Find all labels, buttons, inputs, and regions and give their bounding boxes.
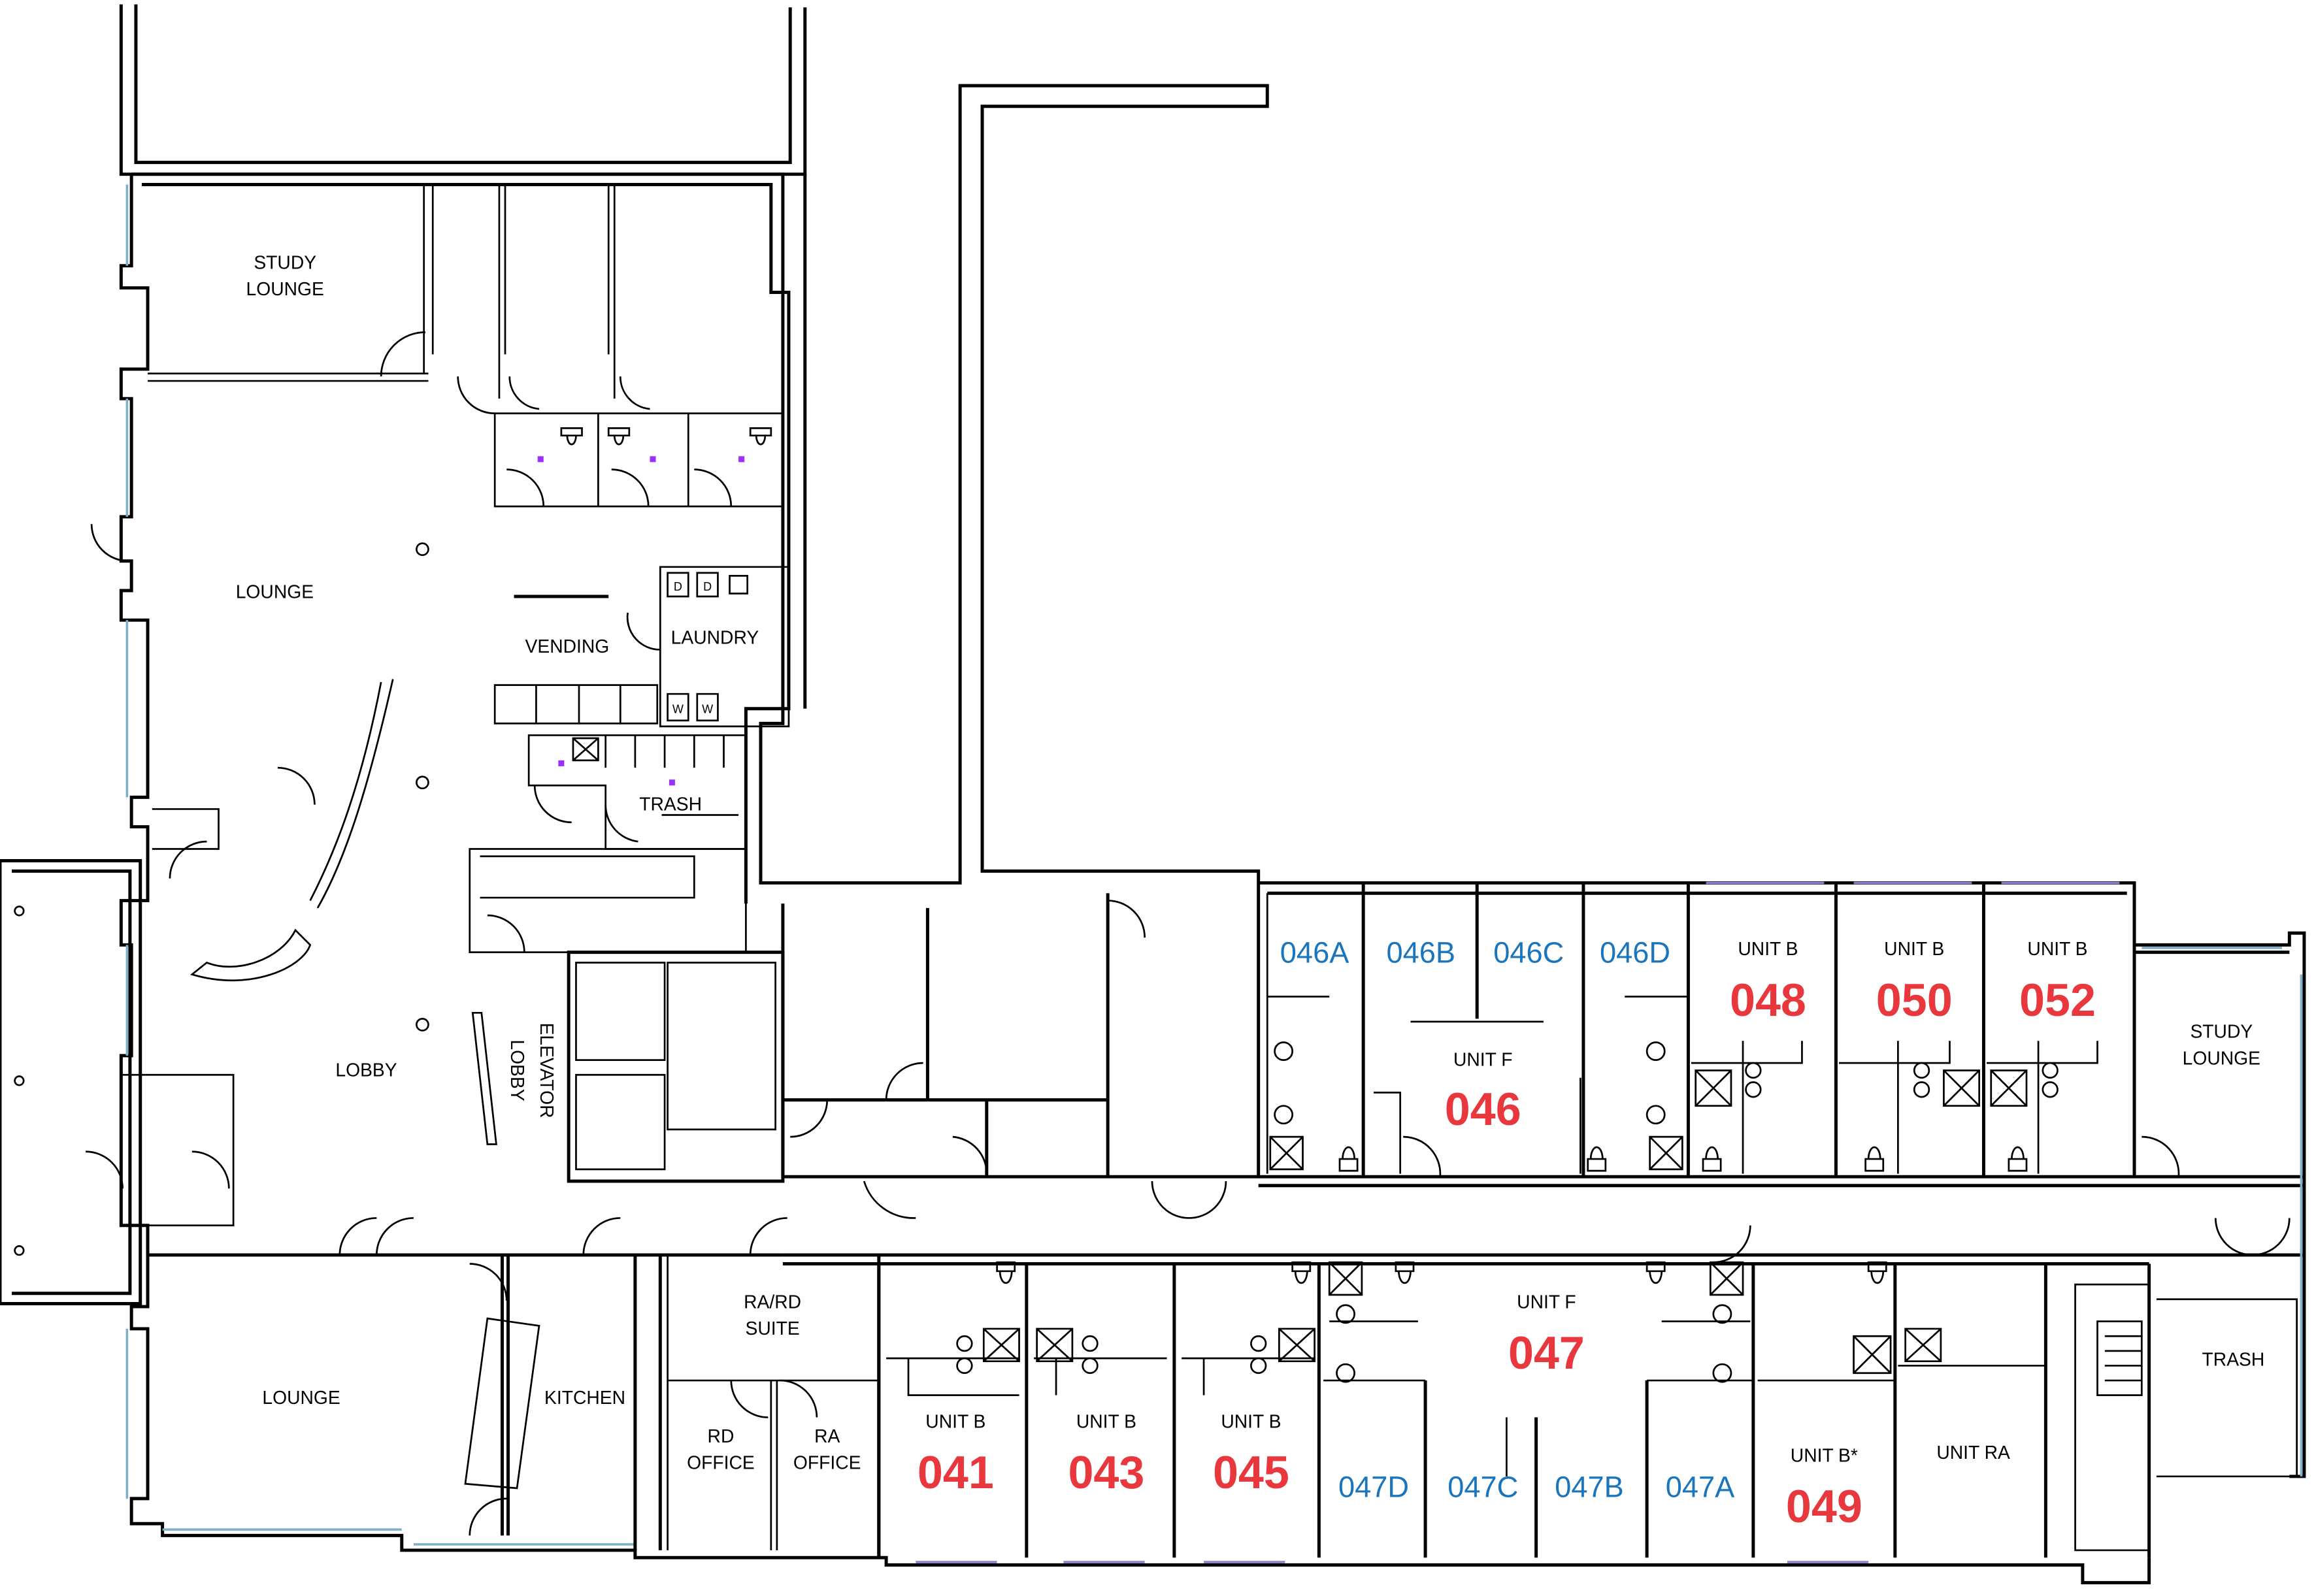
reception-curve — [190, 679, 394, 981]
middle-block — [781, 883, 1261, 1179]
study-lounge-wall — [148, 184, 616, 399]
west-canopy — [0, 859, 142, 1306]
dryer-label: D — [703, 580, 712, 593]
bedroom-047a: 047A — [1666, 1471, 1735, 1504]
doors — [86, 331, 2291, 1536]
room-label-ra-office: OFFICE — [793, 1452, 861, 1473]
elevator-lobby-bench — [471, 1011, 497, 1145]
unit-number-049: 049 — [1786, 1481, 1862, 1532]
vestibule — [121, 808, 235, 1227]
room-label-trash: TRASH — [2202, 1348, 2265, 1369]
corridor-north-wall — [1258, 1175, 2304, 1188]
toilets — [560, 427, 2028, 1284]
room-label-lobby: LOBBY — [335, 1060, 397, 1081]
canopy-marks — [14, 905, 25, 1256]
columns — [416, 542, 429, 1032]
fixtures: D D W W — [14, 331, 2291, 1536]
room-label-laundry: LAUNDRY — [671, 627, 759, 647]
room-label-ra-office: RA — [814, 1425, 840, 1446]
corridor-south-wall — [782, 1253, 2304, 1265]
unit-b-baths-north — [1691, 1041, 2098, 1174]
room-label-rd-office: RD — [708, 1425, 735, 1446]
dryer-label: D — [674, 580, 682, 593]
unit-labels: 046A 046B 046C 046D UNIT F 046 UNIT B 04… — [918, 936, 2096, 1532]
kitchen-counter — [464, 1317, 540, 1490]
unit-type: UNIT B — [1738, 938, 1798, 959]
showers — [572, 737, 2028, 1375]
room-label-lounge: LOUNGE — [262, 1387, 340, 1408]
east-study-lounge — [2134, 931, 2306, 1478]
vending-machines — [493, 684, 659, 725]
room-label-study-lounge: STUDY — [254, 252, 316, 272]
room-label-kitchen: KITCHEN — [544, 1387, 625, 1408]
trash-room — [527, 734, 747, 850]
room-label-ra-rd-suite: RA/RD — [744, 1291, 801, 1312]
unit-b-baths-south — [886, 1357, 2046, 1397]
unit-number-048: 048 — [1730, 975, 1806, 1026]
washer-label: W — [672, 703, 684, 716]
unit-type: UNIT F — [1453, 1049, 1513, 1070]
marker-dot — [650, 456, 656, 463]
west-building-outline — [131, 84, 1269, 904]
east-trash-stair — [2074, 1283, 2298, 1552]
elevator-cars — [575, 962, 776, 1171]
room-label-ra-rd-suite: SUITE — [745, 1318, 799, 1339]
unit-type: UNIT B — [925, 1410, 985, 1431]
unit-number-047: 047 — [1508, 1327, 1585, 1378]
marker-dot — [558, 760, 565, 766]
room-label-study-lounge: LOUNGE — [2183, 1047, 2260, 1068]
room-labels: STUDY LOUNGE LOUNGE VENDING LAUNDRY TRAS… — [236, 252, 2265, 1473]
unit-type: UNIT RA — [1936, 1442, 2010, 1463]
stair-block — [469, 848, 747, 954]
east-windows — [2142, 947, 2303, 1476]
unit-type: UNIT B* — [1791, 1444, 1858, 1465]
room-label-trash: TRASH — [639, 794, 702, 815]
marker-dot — [537, 456, 544, 463]
unit-type: UNIT B — [1221, 1410, 1281, 1431]
laundry-room — [659, 566, 790, 728]
unit-type: UNIT B — [1884, 938, 1944, 959]
bedroom-046d: 046D — [1600, 936, 1670, 969]
unit-047-interior — [1323, 1320, 1753, 1476]
bedroom-047d: 047D — [1338, 1471, 1409, 1504]
south-west-interior — [146, 1225, 881, 1558]
room-label-study-lounge: STUDY — [2190, 1021, 2253, 1042]
bedroom-046c: 046C — [1493, 936, 1564, 969]
unit-type: UNIT B — [1076, 1410, 1136, 1431]
walls — [0, 4, 2306, 1585]
unit-number-045: 045 — [1213, 1447, 1289, 1498]
unit-number-046: 046 — [1445, 1084, 1521, 1135]
marker-dot — [669, 779, 675, 786]
room-label-vending: VENDING — [525, 636, 610, 657]
unit-type: UNIT F — [1517, 1291, 1576, 1312]
restroom-block — [493, 412, 784, 508]
bedroom-046a: 046A — [1280, 936, 1349, 969]
west-lower-exterior — [119, 860, 2151, 1585]
ra-rd-suite-walls — [667, 1254, 879, 1550]
room-label-lounge: LOUNGE — [236, 581, 314, 602]
bedroom-046b: 046B — [1387, 936, 1456, 969]
washer-label: W — [702, 703, 713, 716]
unit-number-052: 052 — [2019, 975, 2096, 1026]
unit-number-041: 041 — [918, 1447, 994, 1498]
north-unit-row — [1258, 881, 2136, 1177]
unit-number-043: 043 — [1068, 1447, 1144, 1498]
north-wall — [119, 4, 807, 176]
laundry-machines — [667, 572, 749, 722]
unit-type: UNIT B — [2027, 938, 2087, 959]
south-unit-row — [877, 1263, 2151, 1558]
room-label-elevator-lobby: LOBBY — [507, 1039, 528, 1101]
elevator-lobby-block — [567, 951, 785, 1183]
west-exterior — [119, 174, 150, 861]
unit-number-050: 050 — [1876, 975, 1953, 1026]
room-label-rd-office: OFFICE — [687, 1452, 755, 1473]
unit-046-interior — [1266, 893, 1689, 1174]
room-label-study-lounge: LOUNGE — [246, 278, 324, 299]
west-windows — [125, 184, 635, 1546]
sinks — [956, 1041, 2059, 1383]
bedroom-047b: 047B — [1555, 1471, 1624, 1504]
room-label-elevator-lobby: ELEVATOR — [537, 1022, 557, 1118]
bedroom-047c: 047C — [1448, 1471, 1518, 1504]
marker-dot — [738, 456, 745, 463]
